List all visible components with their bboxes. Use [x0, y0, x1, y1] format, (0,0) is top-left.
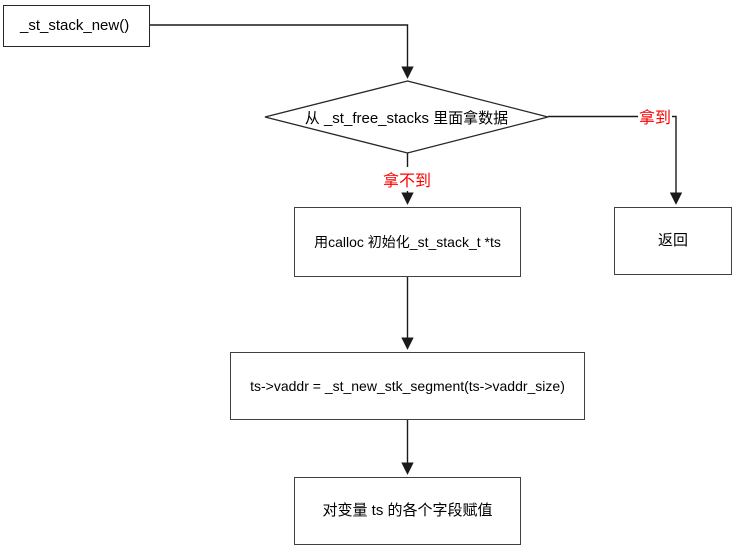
- node-assign-fields: 对变量 ts 的各个字段赋值: [294, 477, 521, 545]
- branch-label-got-text: 拿到: [638, 110, 671, 127]
- node-new-stk-segment: ts->vaddr = _st_new_stk_segment(ts->vadd…: [230, 352, 585, 420]
- node-calloc-init-label: 用calloc 初始化_st_stack_t *ts: [314, 233, 501, 250]
- node-start-label: _st_stack_new(): [20, 17, 130, 34]
- node-assign-fields-label: 对变量 ts 的各个字段赋值: [322, 502, 493, 519]
- branch-label-not-got-text: 拿不到: [382, 173, 431, 190]
- node-return-label: 返回: [657, 232, 688, 249]
- node-calloc-init: 用calloc 初始化_st_stack_t *ts: [294, 207, 521, 277]
- node-new-stk-segment-label: ts->vaddr = _st_new_stk_segment(ts->vadd…: [250, 377, 565, 394]
- edge-start-to-decision: [150, 24, 414, 79]
- node-start: _st_stack_new(): [3, 5, 150, 47]
- branch-label-not-got: 拿不到: [377, 167, 437, 191]
- branch-label-got: 拿到: [638, 104, 672, 128]
- decision-shape: [264, 80, 549, 154]
- node-decision: 从 _st_free_stacks 里面拿数据: [265, 81, 548, 153]
- node-return: 返回: [614, 207, 732, 275]
- node-decision-label: 从 _st_free_stacks 里面拿数据: [304, 109, 509, 127]
- edge-decision-to-return: [548, 115, 683, 205]
